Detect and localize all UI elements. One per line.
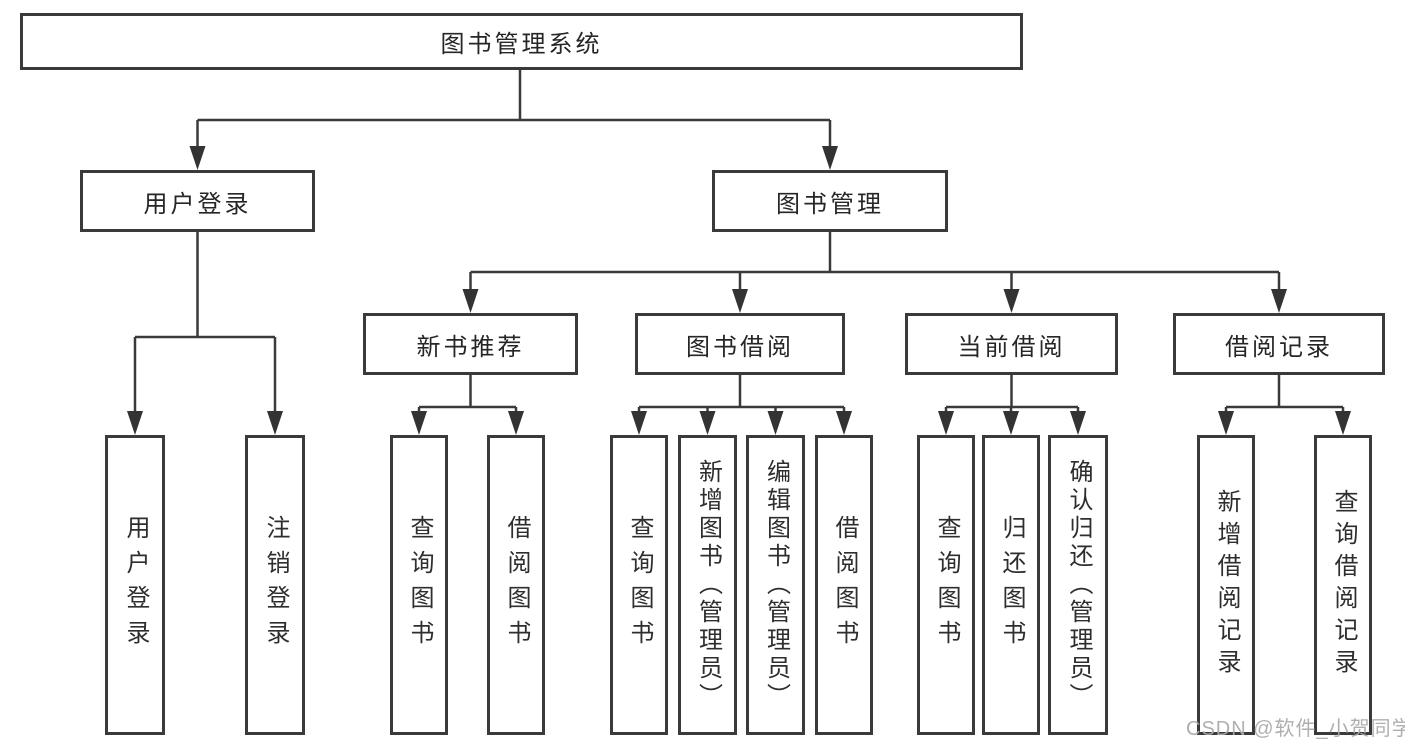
leaf-query-books-current: 查询图书	[917, 435, 975, 735]
leaf-query-books-current-label: 查询图书	[933, 515, 960, 655]
node-root-label: 图书管理系统	[440, 31, 603, 58]
leaf-borrow-books-recommend-label: 借阅图书	[503, 515, 530, 655]
node-book-borrow-label: 图书借阅	[686, 333, 794, 361]
node-user-login-group-label: 用户登录	[143, 190, 252, 218]
leaf-return-books: 归还图书	[982, 435, 1040, 735]
node-borrow-record-label: 借阅记录	[1225, 333, 1333, 361]
leaf-user-login-label: 用户登录	[122, 515, 149, 655]
leaf-logout: 注销登录	[245, 435, 305, 735]
leaf-query-books-recommend-label: 查询图书	[406, 515, 433, 655]
node-book-management-group-label: 图书管理	[776, 190, 884, 218]
node-book-borrow: 图书借阅	[635, 313, 845, 375]
leaf-query-books-recommend: 查询图书	[390, 435, 448, 735]
leaf-borrow-books-label: 借阅图书	[831, 515, 858, 655]
leaf-query-books-borrow-label: 查询图书	[626, 515, 653, 655]
leaf-edit-books-admin: 编辑图书（管理员）	[746, 435, 805, 735]
leaf-query-borrow-record: 查询借阅记录	[1314, 435, 1372, 735]
leaf-query-books-borrow: 查询图书	[610, 435, 668, 735]
leaf-add-books-admin-label: 新增图书（管理员）	[694, 459, 722, 711]
leaf-borrow-books: 借阅图书	[815, 435, 873, 735]
leaf-add-books-admin: 新增图书（管理员）	[678, 435, 737, 735]
node-current-borrow: 当前借阅	[905, 313, 1118, 375]
node-current-borrow-label: 当前借阅	[957, 333, 1066, 361]
node-new-book-recommend-label: 新书推荐	[416, 333, 525, 361]
leaf-confirm-return-admin: 确认归还（管理员）	[1048, 435, 1108, 735]
node-new-book-recommend: 新书推荐	[363, 313, 578, 375]
node-user-login-group: 用户登录	[80, 170, 315, 232]
leaf-return-books-label: 归还图书	[998, 515, 1025, 655]
leaf-query-borrow-record-label: 查询借阅记录	[1330, 489, 1357, 681]
leaf-borrow-books-recommend: 借阅图书	[487, 435, 545, 735]
csdn-watermark: CSDN @软件_小贺同学	[1186, 718, 1405, 740]
node-borrow-record: 借阅记录	[1173, 313, 1385, 375]
node-book-management-group: 图书管理	[712, 170, 948, 232]
leaf-logout-label: 注销登录	[262, 515, 289, 655]
leaf-user-login: 用户登录	[105, 435, 165, 735]
leaf-confirm-return-admin-label: 确认归还（管理员）	[1065, 459, 1092, 711]
leaf-add-borrow-record: 新增借阅记录	[1197, 435, 1255, 735]
leaf-add-borrow-record-label: 新增借阅记录	[1213, 489, 1240, 681]
leaf-edit-books-admin-label: 编辑图书（管理员）	[762, 459, 790, 711]
node-root: 图书管理系统	[20, 13, 1023, 70]
